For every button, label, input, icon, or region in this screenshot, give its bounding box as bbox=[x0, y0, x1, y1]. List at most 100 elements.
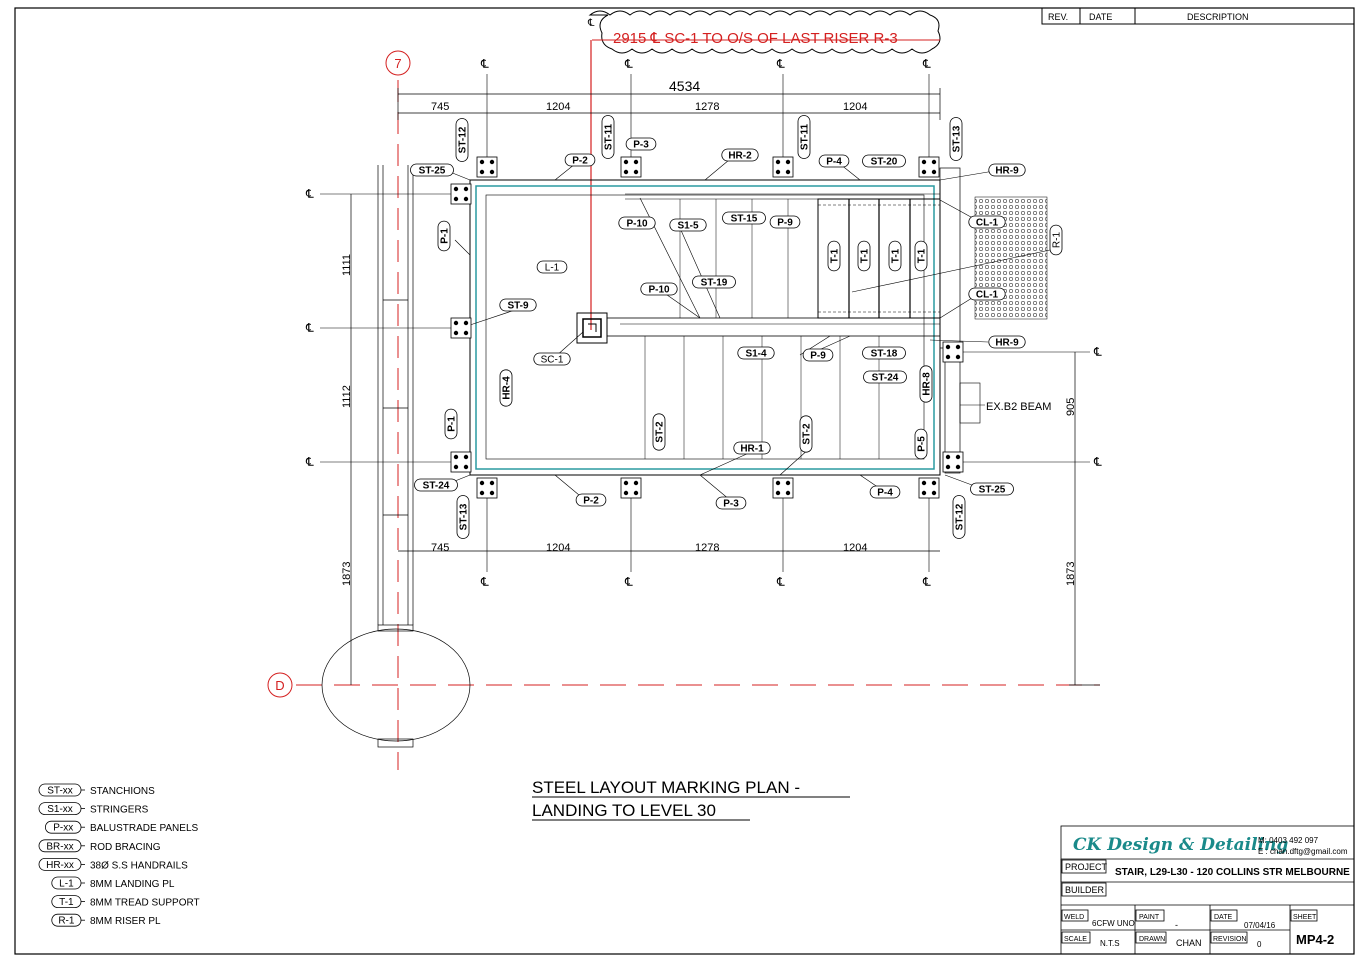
drawn-label: DRAWN bbox=[1139, 936, 1165, 943]
cl-symbol: ℄ bbox=[305, 187, 314, 201]
part-tag-t1a: T-1 bbox=[827, 240, 841, 272]
drawing-title: STEEL LAYOUT MARKING PLAN - LANDING TO L… bbox=[532, 778, 850, 821]
cl-symbol: ℄ bbox=[480, 575, 489, 589]
cl-symbol: ℄ bbox=[305, 321, 314, 335]
part-tag-label: ST-11 bbox=[604, 124, 615, 151]
dim-text: 905 bbox=[1065, 398, 1077, 416]
paint-value: - bbox=[1175, 920, 1178, 930]
part-tag-st19: ST-19 bbox=[692, 275, 736, 289]
cl-symbol: ℄ bbox=[480, 57, 489, 71]
part-tag-p1a: P-1 bbox=[437, 220, 451, 252]
part-tag-label: P-1 bbox=[440, 228, 451, 244]
title-line-2: LANDING TO LEVEL 30 bbox=[532, 801, 716, 820]
legend-row: T-1 8MM TREAD SUPPORT bbox=[51, 895, 200, 909]
drawn-value: CHAN bbox=[1176, 938, 1202, 948]
legend-description: 8MM RISER PL bbox=[90, 916, 161, 927]
part-tag-label: HR-2 bbox=[728, 151, 752, 162]
weld-value: 6CFW UNO bbox=[1092, 919, 1135, 928]
part-tag-label: SC-1 bbox=[541, 355, 564, 366]
part-tag-p3b: P-3 bbox=[715, 496, 747, 510]
part-tag-label: CL-1 bbox=[976, 290, 999, 301]
revision-cloud: ℄ 2915 ℄ SC-1 TO O/S OF LAST RISER R-3 bbox=[587, 10, 941, 54]
dim-text: 1873 bbox=[1065, 562, 1077, 586]
grid-label-7: 7 bbox=[394, 56, 401, 71]
revision-label: REVISION bbox=[1213, 936, 1246, 943]
cloud-centerline-mark: ℄ bbox=[587, 18, 595, 29]
legend-description: STRINGERS bbox=[90, 805, 149, 816]
part-tag-label: ST-15 bbox=[731, 214, 758, 225]
cl-symbol: ℄ bbox=[776, 575, 785, 589]
dim-text: 745 bbox=[431, 542, 449, 554]
company-email: E : chan.dftg@gmail.com bbox=[1258, 847, 1348, 856]
centerline-symbols: ℄ ℄ ℄ ℄ ℄ ℄ ℄ ℄ ℄ ℄ ℄ ℄ ℄ bbox=[305, 57, 1102, 589]
company-logo: CK Design & Detailing bbox=[1073, 835, 1288, 855]
part-tag-st9: ST-9 bbox=[499, 298, 537, 312]
part-tag-p2b: P-2 bbox=[575, 493, 607, 507]
revision-value: 0 bbox=[1257, 940, 1262, 949]
dimension-lines bbox=[350, 88, 1100, 686]
part-tag-r1: R-1 bbox=[1049, 224, 1063, 256]
part-tag-label: P-4 bbox=[877, 488, 893, 499]
legend-code: ST-xx bbox=[47, 786, 73, 797]
part-tag-label: HR-4 bbox=[502, 376, 513, 400]
legend-row: R-1 8MM RISER PL bbox=[51, 913, 161, 927]
part-tag-label: P-4 bbox=[826, 157, 842, 168]
part-tag-label: P-9 bbox=[810, 351, 826, 362]
part-tag-st25b: ST-25 bbox=[970, 482, 1014, 496]
scale-value: N.T.S bbox=[1100, 939, 1120, 948]
dim-text: 1278 bbox=[695, 542, 719, 554]
dim-text: 1204 bbox=[546, 101, 570, 113]
dims-left: 1111 1112 1873 bbox=[341, 254, 353, 586]
legend-description: 8MM LANDING PL bbox=[90, 879, 175, 890]
part-tag-label: ST-25 bbox=[979, 485, 1006, 496]
legend-code: T-1 bbox=[59, 897, 74, 908]
part-tag-t1b: T-1 bbox=[857, 240, 871, 272]
part-tag-label: ST-24 bbox=[872, 373, 899, 384]
part-tag-t1d: T-1 bbox=[914, 240, 928, 272]
part-tag-label: P-10 bbox=[626, 219, 648, 230]
part-tag-hr2: HR-2 bbox=[721, 148, 759, 162]
dim-text: 1111 bbox=[341, 254, 353, 276]
part-tag-p3a: P-3 bbox=[625, 137, 657, 151]
part-tag-label: P-1 bbox=[447, 416, 458, 432]
project-name: STAIR, L29-L30 - 120 COLLINS STR MELBOUR… bbox=[1115, 867, 1350, 878]
part-tag-label: S1-5 bbox=[677, 221, 699, 232]
part-tag-p9a: P-9 bbox=[769, 215, 801, 229]
part-tag-label: R-1 bbox=[1052, 232, 1063, 249]
part-tag-label: P-9 bbox=[777, 218, 793, 229]
part-tag-hr9a: HR-9 bbox=[988, 163, 1026, 177]
dim-text: 1278 bbox=[695, 101, 719, 113]
dim-text: 1204 bbox=[843, 542, 867, 554]
part-tag-cl1a: CL-1 bbox=[968, 215, 1006, 229]
part-tag-s15: S1-5 bbox=[669, 218, 707, 232]
part-tag-label: ST-9 bbox=[507, 301, 529, 312]
legend-code: L-1 bbox=[59, 879, 74, 890]
dim-text: 1204 bbox=[843, 101, 867, 113]
dim-text: 1873 bbox=[341, 562, 353, 586]
part-tag-label: ST-24 bbox=[423, 481, 450, 492]
part-tag-hr9b: HR-9 bbox=[988, 335, 1026, 349]
part-tag-st15: ST-15 bbox=[722, 211, 766, 225]
part-tag-p4a: P-4 bbox=[818, 154, 850, 168]
dim-text: 1204 bbox=[546, 542, 570, 554]
part-tag-label: ST-19 bbox=[701, 278, 728, 289]
part-tag-hr4: HR-4 bbox=[499, 369, 513, 407]
existing-column bbox=[321, 165, 471, 748]
part-tag-label: HR-9 bbox=[995, 166, 1019, 177]
part-tag-label: ST-13 bbox=[459, 503, 470, 530]
centerline-extensions bbox=[320, 74, 1090, 572]
part-tag-label: T-1 bbox=[860, 248, 871, 263]
legend-description: 8MM TREAD SUPPORT bbox=[90, 898, 200, 909]
part-tag-label: P-5 bbox=[917, 436, 928, 452]
part-tag-label: ST-13 bbox=[952, 125, 963, 152]
dim-text: 745 bbox=[431, 101, 449, 113]
part-tag-t1c: T-1 bbox=[888, 240, 902, 272]
legend-code: R-1 bbox=[58, 916, 75, 927]
part-tag-label: ST-18 bbox=[871, 349, 898, 360]
dim-overall: 4534 bbox=[669, 78, 700, 94]
dim-text: 1112 bbox=[341, 385, 353, 408]
